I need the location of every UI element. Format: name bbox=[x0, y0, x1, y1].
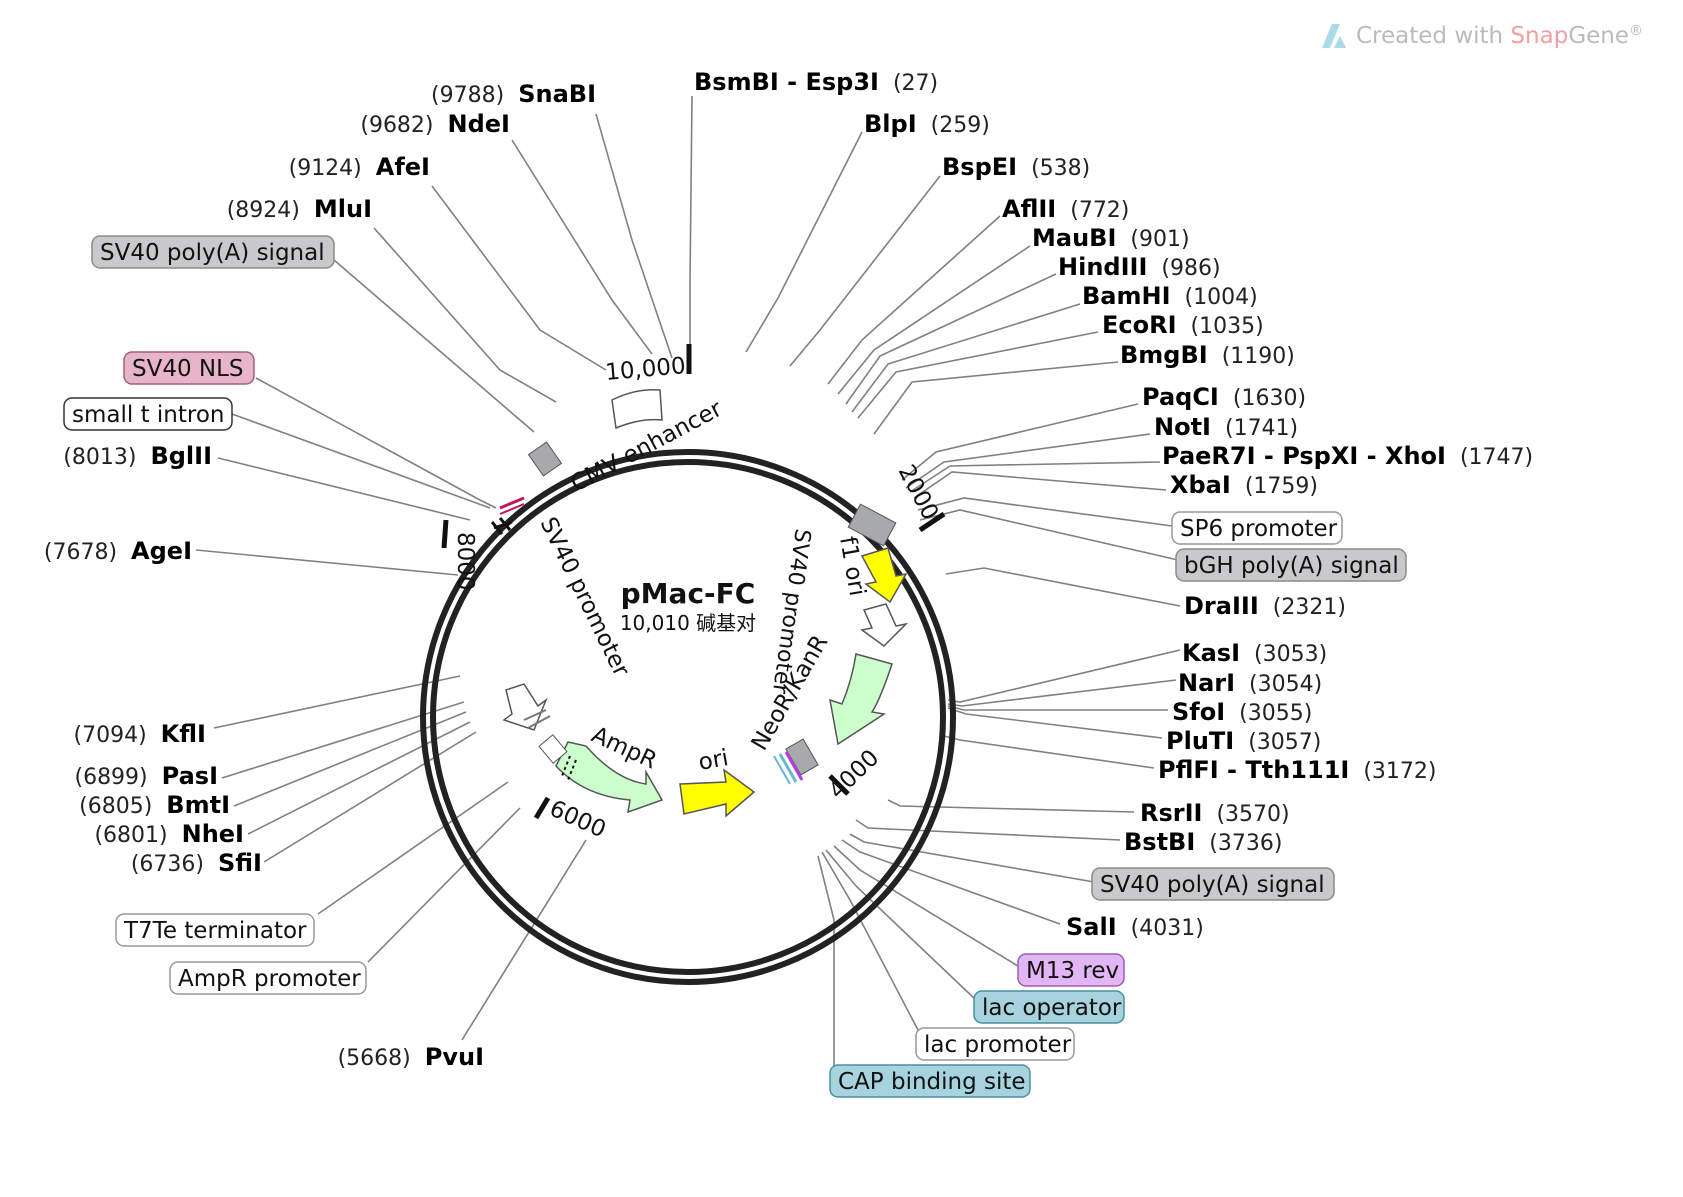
tick-marks bbox=[441, 344, 946, 820]
inner-features bbox=[490, 388, 909, 818]
svg-text:(9682)NdeI: (9682)NdeI bbox=[360, 110, 510, 138]
feature-pill-small-t-intron: small t intron bbox=[63, 397, 233, 431]
svg-text:lac operator: lac operator bbox=[982, 995, 1122, 1021]
label-f1-ori: f1 ori bbox=[834, 535, 870, 599]
snapgene-logo-icon bbox=[1322, 24, 1346, 48]
lac-operator-mark bbox=[778, 753, 798, 783]
svg-text:SV40 poly(A) signal: SV40 poly(A) signal bbox=[1100, 872, 1325, 898]
svg-text:MauBI(901): MauBI(901) bbox=[1032, 224, 1190, 252]
svg-text:small t intron: small t intron bbox=[72, 402, 225, 428]
svg-text:SV40 NLS: SV40 NLS bbox=[132, 356, 244, 382]
svg-text:SP6 promoter: SP6 promoter bbox=[1180, 516, 1338, 542]
site-labels-left: (9788) SnaBI (9682)NdeI (9124)AfeI (8924)… bbox=[44, 80, 596, 1071]
svg-text:BspEI(538): BspEI(538) bbox=[942, 153, 1090, 181]
watermark-brand-b: Gene bbox=[1568, 23, 1629, 49]
neor-kanr-arrow bbox=[829, 653, 893, 746]
feature-pill-bgh-polya: bGH poly(A) signal bbox=[1175, 548, 1407, 582]
label-sv40-promoter-left: SV40 promoter bbox=[535, 513, 635, 681]
svg-text:PluTI(3057): PluTI(3057) bbox=[1166, 727, 1321, 755]
svg-text:BsmBI - Esp3I(27): BsmBI - Esp3I(27) bbox=[694, 68, 938, 96]
svg-text:(5668)PvuI: (5668)PvuI bbox=[338, 1043, 484, 1071]
feature-labels: SV40 poly(A) signal SV40 NLS small t int… bbox=[63, 235, 1407, 1098]
sv40-polya-block-2 bbox=[785, 738, 819, 776]
svg-text:CAP binding site: CAP binding site bbox=[838, 1069, 1026, 1095]
cmv-enhancer-arrow bbox=[611, 388, 663, 430]
label-ori: ori bbox=[697, 745, 731, 776]
feature-pill-ampr-promoter: AmpR promoter bbox=[169, 961, 367, 995]
svg-text:NarI(3054): NarI(3054) bbox=[1178, 669, 1322, 697]
feature-pill-sv40-nls: SV40 NLS bbox=[123, 351, 255, 385]
feature-pill-lac-operator: lac operator bbox=[973, 990, 1125, 1024]
tick-label-10000: 10,000 bbox=[604, 353, 686, 386]
m13-rev-mark bbox=[784, 751, 804, 781]
sv40-promoter-arrow-left bbox=[502, 683, 548, 731]
snapgene-watermark: Created with SnapGene® bbox=[1322, 23, 1643, 49]
feature-pill-sv40-polya-right: SV40 poly(A) signal bbox=[1091, 867, 1335, 901]
svg-text:BlpI(259): BlpI(259) bbox=[864, 110, 990, 138]
plasmid-name: pMac-FC bbox=[621, 577, 756, 610]
sv40-nls-mark bbox=[499, 496, 525, 510]
svg-text:DraIII(2321): DraIII(2321) bbox=[1184, 592, 1346, 620]
svg-text:(9124)AfeI: (9124)AfeI bbox=[289, 153, 430, 181]
svg-text:BstBI(3736): BstBI(3736) bbox=[1124, 828, 1282, 856]
site-name: SnaBI bbox=[518, 80, 596, 108]
svg-text:RsrII(3570): RsrII(3570) bbox=[1140, 799, 1290, 827]
feature-pill-cap-binding-site: CAP binding site bbox=[829, 1064, 1031, 1098]
svg-text:NotI(1741): NotI(1741) bbox=[1154, 413, 1298, 441]
svg-text:KasI(3053): KasI(3053) bbox=[1182, 639, 1327, 667]
svg-text:bGH poly(A) signal: bGH poly(A) signal bbox=[1184, 553, 1399, 579]
feature-pill-lac-promoter: lac promoter bbox=[915, 1027, 1075, 1061]
feature-pill-m13-rev: M13 rev bbox=[1017, 953, 1125, 987]
svg-text:BmgBI(1190): BmgBI(1190) bbox=[1120, 341, 1295, 369]
svg-text:(9788)SnaBI: (9788) SnaBI bbox=[431, 80, 596, 108]
sv40-promoter-arrow-right bbox=[860, 603, 909, 647]
site-labels-right: BsmBI - Esp3I(27) BlpI(259) BspEI(538) A… bbox=[694, 68, 1533, 941]
svg-text:(8924)MluI: (8924)MluI bbox=[227, 195, 372, 223]
svg-text:AmpR promoter: AmpR promoter bbox=[178, 966, 361, 992]
svg-text:M13 rev: M13 rev bbox=[1026, 958, 1119, 984]
svg-text:(7678)AgeI: (7678)AgeI bbox=[44, 537, 192, 565]
svg-text:HindIII(986): HindIII(986) bbox=[1058, 253, 1221, 281]
tick-label-8000: 8000 bbox=[452, 532, 478, 591]
site-pos: (9788) bbox=[431, 83, 504, 108]
svg-text:T7Te terminator: T7Te terminator bbox=[123, 918, 307, 944]
svg-text:(6899)PasI: (6899)PasI bbox=[74, 762, 218, 790]
plasmid-size: 10,010 碱基对 bbox=[620, 611, 756, 635]
tick-label-4000: 4000 bbox=[824, 745, 884, 804]
svg-text:Created with SnapGene®: Created with SnapGene® bbox=[1356, 23, 1643, 49]
svg-text:PflFI - Tth111I(3172): PflFI - Tth111I(3172) bbox=[1158, 756, 1437, 784]
tick-label-2000: 2000 bbox=[893, 461, 943, 525]
svg-text:lac promoter: lac promoter bbox=[924, 1032, 1072, 1058]
watermark-brand-a: Snap bbox=[1510, 23, 1568, 49]
f1-ori-arrow bbox=[860, 547, 908, 604]
sv40-polya-block bbox=[527, 441, 563, 477]
svg-text:(8013)BglII: (8013)BglII bbox=[63, 442, 212, 470]
svg-text:EcoRI(1035): EcoRI(1035) bbox=[1102, 311, 1264, 339]
feature-pill-t7te-terminator: T7Te terminator bbox=[115, 913, 315, 947]
backbone bbox=[420, 449, 956, 985]
bgh-polya-block bbox=[847, 503, 897, 547]
svg-text:(6736)SfiI: (6736)SfiI bbox=[131, 849, 262, 877]
svg-text:PaeR7I - PspXI - XhoI(1747): PaeR7I - PspXI - XhoI(1747) bbox=[1162, 442, 1533, 470]
watermark-reg: ® bbox=[1629, 23, 1643, 39]
svg-text:SalI(4031): SalI(4031) bbox=[1066, 913, 1204, 941]
feature-pill-sv40-polya-left: SV40 poly(A) signal bbox=[91, 235, 335, 269]
ampr-arrow bbox=[555, 741, 664, 814]
svg-text:(6801)NheI: (6801)NheI bbox=[94, 820, 244, 848]
svg-text:PaqCI(1630): PaqCI(1630) bbox=[1142, 383, 1306, 411]
svg-text:XbaI(1759): XbaI(1759) bbox=[1170, 471, 1318, 499]
svg-text:BamHI(1004): BamHI(1004) bbox=[1082, 282, 1258, 310]
ori-arrow bbox=[679, 768, 756, 818]
svg-text:SfoI(3055): SfoI(3055) bbox=[1172, 698, 1312, 726]
small-t-intron-mark bbox=[490, 517, 513, 535]
feature-pill-sp6-promoter: SP6 promoter bbox=[1171, 511, 1343, 545]
tick-label-6000: 6000 bbox=[546, 796, 610, 844]
svg-text:(7094)KflI: (7094)KflI bbox=[74, 720, 206, 748]
watermark-prefix: Created with bbox=[1356, 23, 1510, 49]
svg-text:SV40 poly(A) signal: SV40 poly(A) signal bbox=[100, 240, 325, 266]
cap-site-mark bbox=[773, 755, 791, 785]
svg-text:(6805)BmtI: (6805)BmtI bbox=[79, 791, 230, 819]
svg-text:AflII(772): AflII(772) bbox=[1002, 195, 1129, 223]
